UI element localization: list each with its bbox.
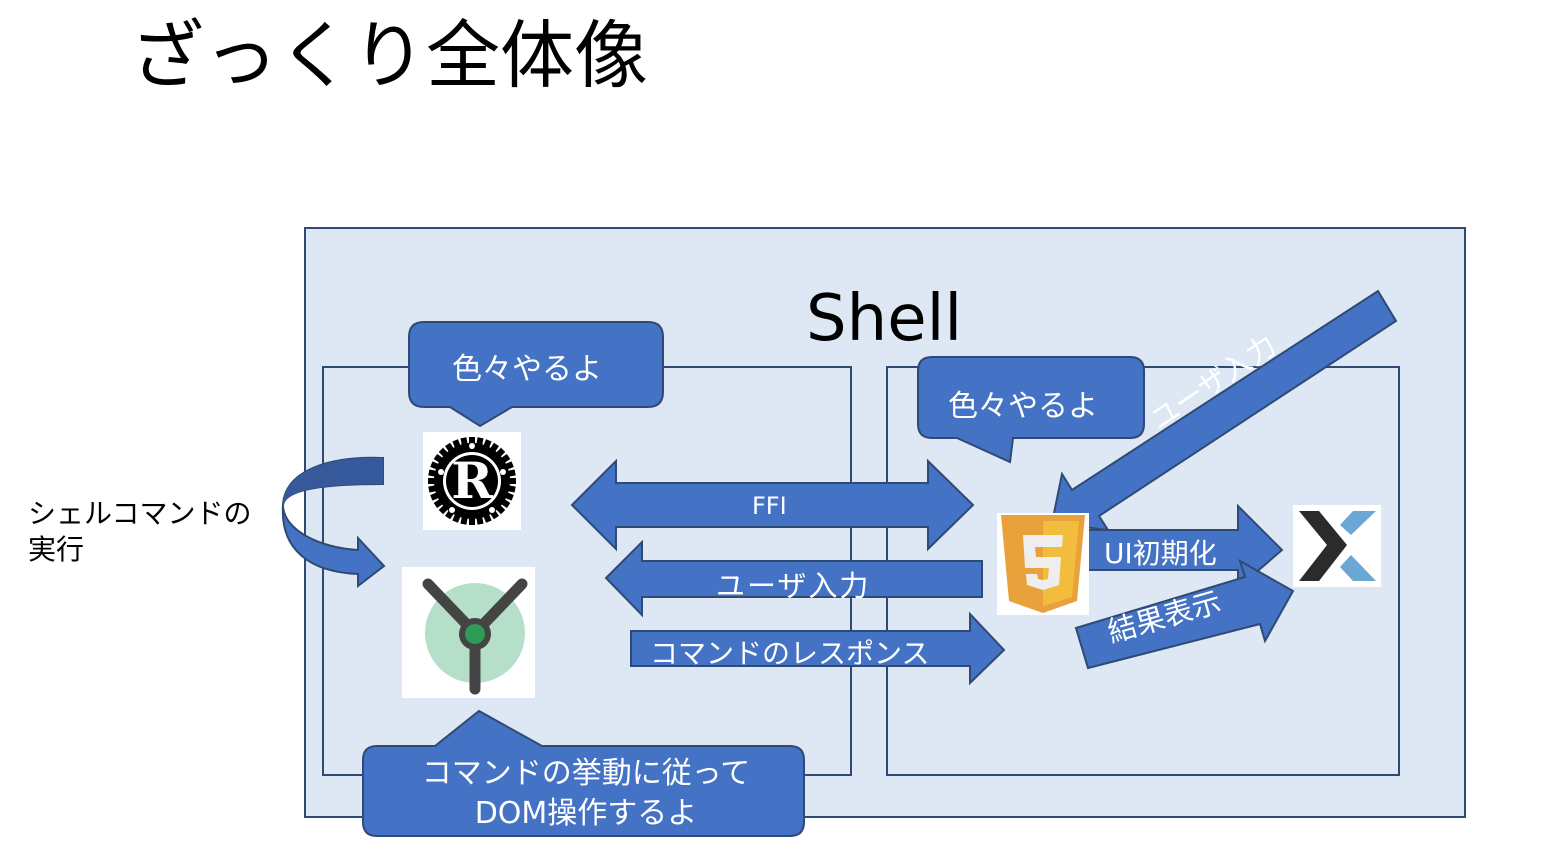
dom-callout-line2: DOM操作するよ [474, 796, 698, 831]
gear-tooth [430, 461, 442, 471]
side-note: シェルコマンドの 実行 [28, 496, 251, 568]
gear-tooth [430, 491, 442, 501]
gear-tooth [428, 478, 438, 484]
gear-tooth [504, 469, 516, 478]
gear-tooth [445, 442, 456, 455]
html5-shield-icon [1001, 515, 1085, 613]
yew-logo [402, 567, 535, 698]
ui-init-arrow [1087, 503, 1284, 591]
gear-tooth [482, 511, 492, 523]
rust-callout-bubble [408, 321, 664, 428]
dom-callout-text: コマンドの挙動に従って DOM操作するよ [400, 754, 772, 834]
gear-tooth [438, 502, 451, 515]
gear-tooth [433, 454, 446, 465]
svg-text:R: R [451, 451, 493, 510]
gear-tooth [506, 478, 516, 484]
gear-tooth [475, 437, 484, 449]
gear-tooth [469, 437, 475, 447]
dom-callout-line1: コマンドの挙動に従って [421, 756, 751, 791]
shell-label: Shell [806, 282, 963, 356]
gear-tooth [452, 439, 462, 451]
gear-tooth [498, 454, 511, 465]
yew-icon [422, 578, 528, 695]
dom-callout-bubble [362, 709, 805, 837]
rust-callout-text: 色々やるよ [452, 352, 602, 387]
rust-logo: R [423, 432, 521, 530]
gear-tooth [502, 461, 514, 471]
gear-tooth [502, 491, 514, 501]
gear-tooth [475, 513, 484, 525]
command-response-label: コマンドのレスポンス [650, 637, 930, 670]
html5-logo [997, 513, 1089, 615]
xterm-logo [1293, 505, 1381, 587]
gear-tooth [438, 447, 451, 460]
rust-gear-icon: R [428, 437, 516, 525]
js-callout-bubble [917, 356, 1145, 464]
result-display-arrow [1074, 558, 1295, 670]
ffi-label: FFI [752, 492, 787, 520]
side-note-line2: 実行 [28, 533, 85, 566]
gear-tooth [428, 469, 440, 478]
gear-tooth [504, 484, 516, 493]
js-callout-text: 色々やるよ [948, 389, 1098, 424]
ffi-arrow [570, 458, 975, 552]
gear-tooth [493, 447, 506, 460]
user-input-left-label: ユーザ入力 [716, 569, 871, 603]
gear-tooth [493, 502, 506, 515]
gear-tooth [452, 511, 462, 523]
user-input-left-arrow [604, 539, 983, 618]
gear-tooth [498, 497, 511, 508]
gear-tooth [428, 484, 440, 493]
curved-arrow [281, 456, 386, 589]
xterm-x-icon [1299, 511, 1376, 581]
ui-init-label: UI初期化 [1104, 537, 1217, 570]
gear-tooth [482, 439, 492, 451]
gear-tooth [488, 442, 499, 455]
gear-tooth [460, 437, 469, 449]
command-response-arrow [630, 611, 1006, 686]
gear-tooth [433, 497, 446, 508]
gear-tooth [460, 513, 469, 525]
gear-tooth [469, 515, 475, 525]
slide-title: ざっくり全体像 [130, 13, 648, 99]
side-note-line1: シェルコマンドの [28, 497, 252, 530]
